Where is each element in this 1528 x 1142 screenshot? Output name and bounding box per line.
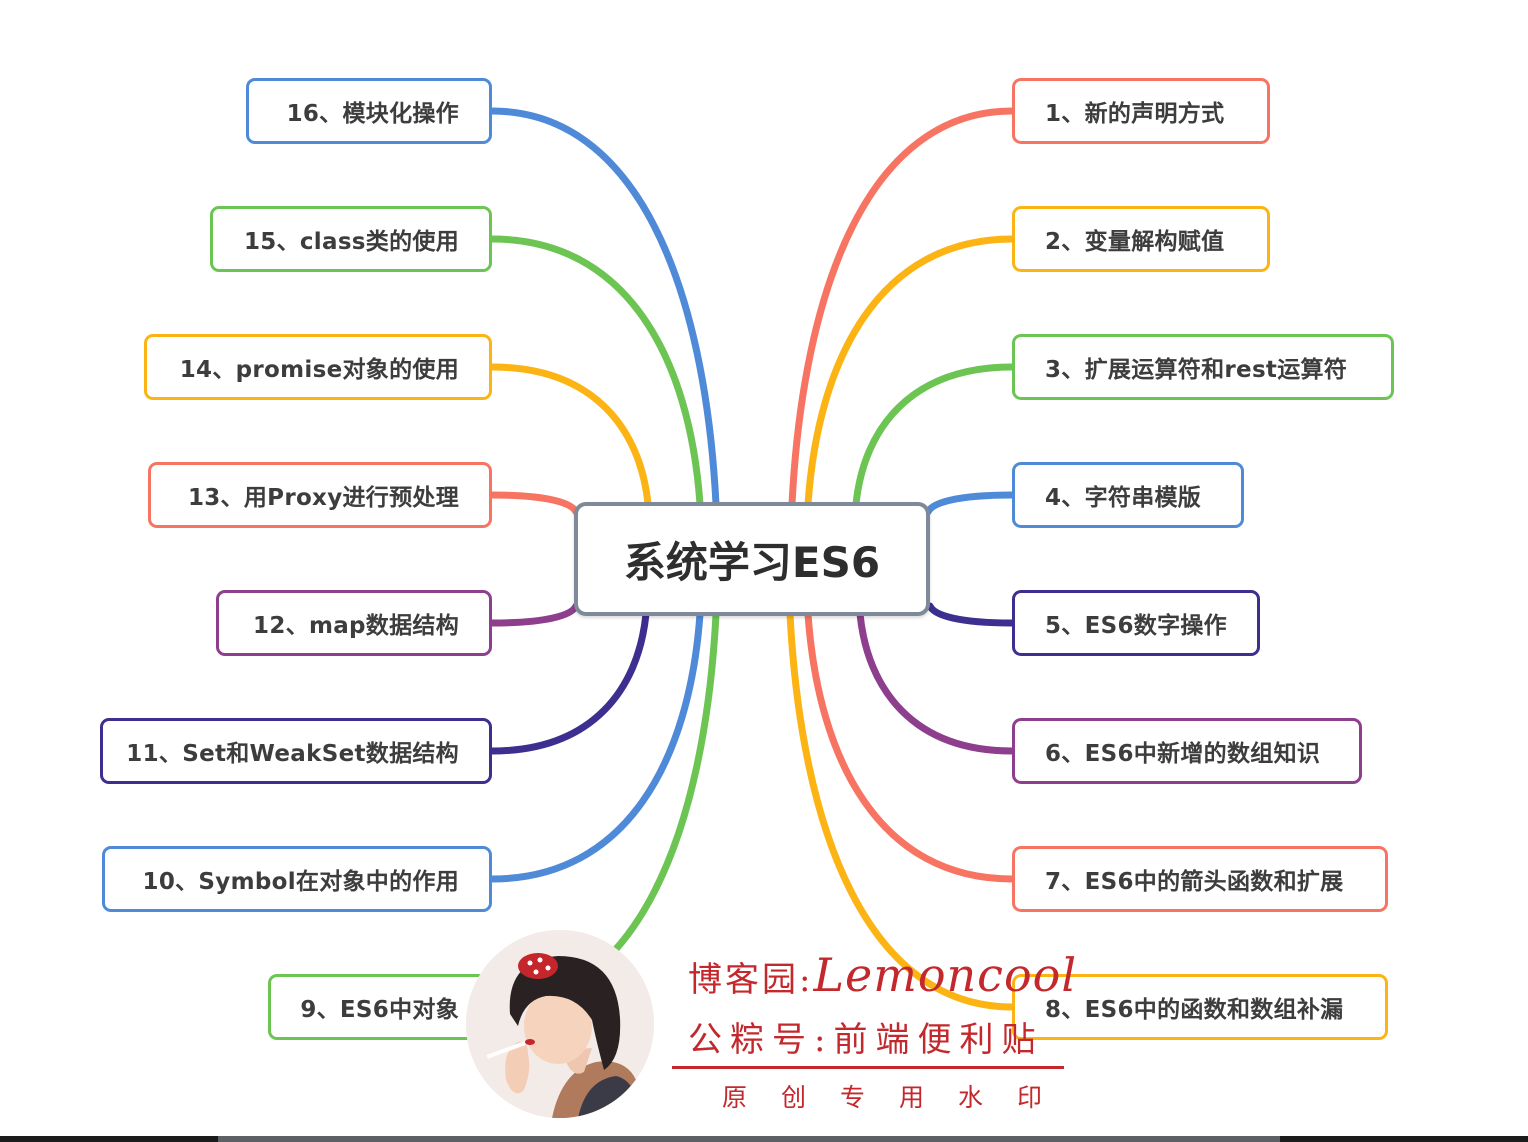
topic-node-4[interactable]: 4、字符串模版 [1012, 462, 1244, 528]
watermark-original-line: 原创专用水印 [722, 1083, 1077, 1112]
connector-branch-11 [488, 610, 650, 755]
topic-label: 2、变量解构赋值 [1045, 229, 1225, 255]
topic-label: 5、ES6数字操作 [1045, 613, 1227, 639]
topic-node-6[interactable]: 6、ES6中新增的数组知识 [1012, 718, 1362, 784]
watermark-account-line: 公粽号:前端便利贴 [688, 1020, 1044, 1060]
topic-node-15[interactable]: 15、class类的使用 [210, 206, 492, 272]
topic-label: 10、Symbol在对象中的作用 [142, 869, 459, 895]
topic-node-14[interactable]: 14、promise对象的使用 [144, 334, 492, 400]
connector-branch-1 [788, 107, 1016, 508]
connector-branch-6 [856, 610, 1016, 755]
topic-label: 9、ES6中对象 [300, 997, 459, 1023]
topic-node-1[interactable]: 1、新的声明方式 [1012, 78, 1270, 144]
topic-label: 16、模块化操作 [286, 101, 459, 127]
topic-node-13[interactable]: 13、用Proxy进行预处理 [148, 462, 492, 528]
topic-label: 12、map数据结构 [253, 613, 459, 639]
watermark-blog-line: 博客园:Lemoncool [688, 948, 1077, 1002]
connector-branch-15 [488, 235, 704, 508]
topic-label: 3、扩展运算符和rest运算符 [1045, 357, 1348, 383]
bottom-bar-right [1280, 1136, 1528, 1142]
connector-branch-14 [488, 363, 652, 508]
topic-label: 1、新的声明方式 [1045, 101, 1225, 127]
topic-node-16[interactable]: 16、模块化操作 [246, 78, 492, 144]
connector-branch-7 [804, 610, 1016, 883]
topic-node-5[interactable]: 5、ES6数字操作 [1012, 590, 1260, 656]
connector-branch-4 [924, 491, 1016, 516]
watermark-brand: Lemoncool [813, 948, 1078, 1002]
topic-label: 7、ES6中的箭头函数和扩展 [1045, 869, 1344, 895]
topic-node-10[interactable]: 10、Symbol在对象中的作用 [102, 846, 492, 912]
topic-node-7[interactable]: 7、ES6中的箭头函数和扩展 [1012, 846, 1388, 912]
topic-node-2[interactable]: 2、变量解构赋值 [1012, 206, 1270, 272]
connector-branch-12 [488, 602, 580, 627]
watermark-blog-prefix: 博客园: [688, 960, 814, 1000]
bottom-bar-left [0, 1136, 218, 1142]
avatar-illustration [466, 930, 654, 1118]
topic-label: 11、Set和WeakSet数据结构 [126, 741, 459, 767]
connector-branch-8 [786, 610, 1016, 1011]
topic-node-11[interactable]: 11、Set和WeakSet数据结构 [100, 718, 492, 784]
connector-branch-13 [488, 491, 580, 516]
connector-branch-5 [926, 602, 1016, 627]
connector-branch-2 [804, 235, 1016, 508]
topic-label: 6、ES6中新增的数组知识 [1045, 741, 1321, 767]
topic-node-3[interactable]: 3、扩展运算符和rest运算符 [1012, 334, 1394, 400]
topic-label: 15、class类的使用 [243, 229, 459, 255]
topic-node-8[interactable]: 8、ES6中的函数和数组补漏 [1012, 974, 1388, 1040]
topic-label: 13、用Proxy进行预处理 [187, 485, 459, 511]
watermark-divider [672, 1066, 1064, 1069]
topic-node-12[interactable]: 12、map数据结构 [216, 590, 492, 656]
bottom-scrollbar-track [0, 1136, 1528, 1142]
connector-branch-3 [852, 363, 1016, 508]
topic-label: 8、ES6中的函数和数组补漏 [1045, 997, 1344, 1023]
topic-label: 4、字符串模版 [1045, 485, 1202, 511]
topic-node-9[interactable]: 9、ES6中对象 [268, 974, 492, 1040]
connector-branch-10 [488, 610, 704, 883]
central-topic[interactable]: 系统学习ES6 [574, 502, 930, 616]
topic-label: 14、promise对象的使用 [179, 357, 459, 383]
connector-branch-16 [488, 107, 720, 508]
